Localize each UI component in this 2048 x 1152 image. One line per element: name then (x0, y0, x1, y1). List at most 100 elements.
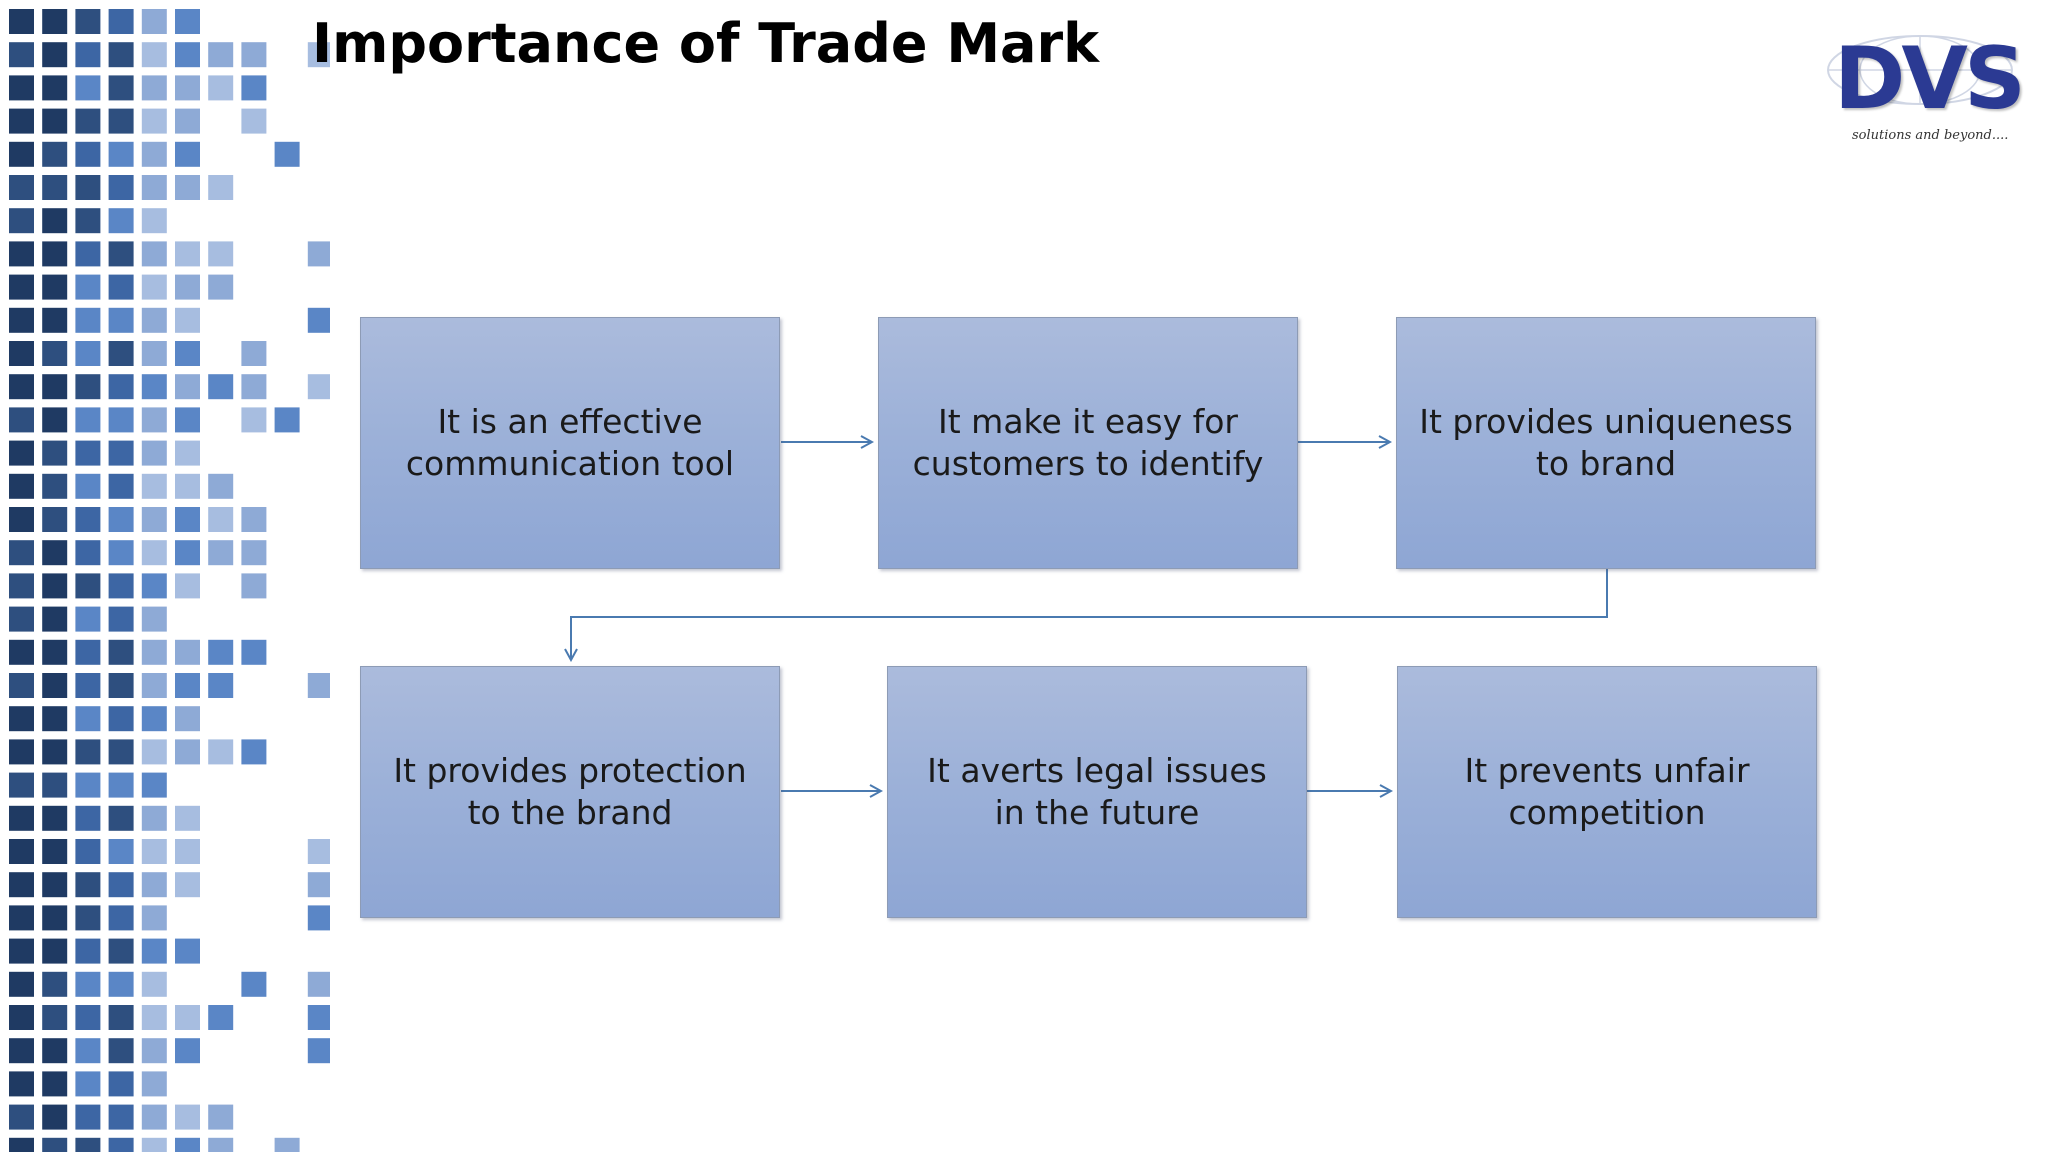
mosaic-square (241, 374, 267, 400)
mosaic-square (175, 407, 200, 433)
step-box-3: It provides uniqueness to brand (1396, 317, 1816, 569)
mosaic-square (141, 374, 167, 400)
mosaic-square (274, 407, 300, 433)
mosaic-square (108, 772, 134, 798)
mosaic-square (141, 507, 167, 532)
mosaic-square (108, 805, 134, 831)
mosaic-square (108, 341, 134, 366)
mosaic-square (141, 241, 167, 267)
mosaic-square (9, 307, 34, 333)
mosaic-square (42, 606, 68, 632)
mosaic-square (307, 307, 330, 333)
mosaic-square (42, 1071, 68, 1097)
mosaic-square (108, 872, 134, 898)
mosaic-square (42, 1137, 68, 1152)
mosaic-square (141, 971, 167, 997)
mosaic-square (75, 606, 101, 632)
mosaic-square (141, 606, 167, 632)
mosaic-square (42, 440, 68, 466)
mosaic-square (208, 75, 234, 101)
globe-icon (1827, 35, 2013, 105)
mosaic-square (307, 42, 330, 68)
mosaic-square (9, 42, 34, 68)
mosaic-square (75, 839, 101, 864)
mosaic-square (141, 1038, 167, 1064)
mosaic-square (141, 540, 167, 566)
mosaic-square (175, 374, 200, 400)
mosaic-square (42, 9, 68, 34)
mosaic-square (42, 108, 68, 134)
mosaic-square (75, 971, 101, 997)
mosaic-square (42, 573, 68, 599)
logo-letters: DVS (1834, 29, 2026, 129)
mosaic-square (175, 274, 200, 300)
mosaic-square (175, 839, 200, 864)
mosaic-square (307, 673, 330, 698)
mosaic-square (9, 175, 34, 200)
mosaic-square (42, 1038, 68, 1064)
mosaic-square (42, 42, 68, 68)
mosaic-square (175, 175, 200, 200)
mosaic-square (75, 274, 101, 300)
mosaic-square (9, 772, 34, 798)
mosaic-square (307, 971, 330, 997)
mosaic-square (42, 540, 68, 566)
company-logo: DVS solutions and beyond.... (1820, 29, 2040, 156)
mosaic-square (175, 42, 200, 68)
mosaic-square (9, 407, 34, 433)
mosaic-square (307, 905, 330, 931)
mosaic-square (141, 739, 167, 765)
mosaic-square (141, 872, 167, 898)
mosaic-square (75, 1005, 101, 1030)
mosaic-square (241, 739, 267, 765)
mosaic-square (141, 772, 167, 798)
mosaic-square (141, 9, 167, 34)
step-text: It provides uniqueness to brand (1419, 402, 1793, 483)
mosaic-square (75, 639, 101, 665)
mosaic-square (141, 141, 167, 167)
step-box-2: It make it easy for customers to identif… (878, 317, 1298, 569)
mosaic-square (75, 1137, 101, 1152)
mosaic-square (108, 75, 134, 101)
mosaic-square (42, 938, 68, 964)
mosaic-square (208, 274, 234, 300)
mosaic-square (9, 241, 34, 267)
mosaic-square (208, 42, 234, 68)
mosaic-square (75, 872, 101, 898)
mosaic-square (42, 639, 68, 665)
mosaic-square (42, 839, 68, 864)
mosaic-square (108, 175, 134, 200)
mosaic-square (108, 639, 134, 665)
mosaic-square (175, 639, 200, 665)
mosaic-square (9, 739, 34, 765)
step-box-6: It prevents unfair competition (1397, 666, 1817, 918)
mosaic-square (241, 407, 267, 433)
mosaic-square (108, 839, 134, 864)
mosaic-square (9, 872, 34, 898)
mosaic-square (241, 573, 267, 599)
mosaic-square (241, 971, 267, 997)
mosaic-square (108, 141, 134, 167)
step-text: It provides protection to the brand (393, 751, 747, 832)
mosaic-square (108, 307, 134, 333)
mosaic-square (42, 75, 68, 101)
mosaic-square (75, 1071, 101, 1097)
mosaic-square (208, 540, 234, 566)
mosaic-square (75, 440, 101, 466)
mosaic-square (208, 673, 234, 698)
arrow-3-to-4 (571, 569, 1608, 660)
mosaic-square (307, 839, 330, 864)
mosaic-square (9, 208, 34, 234)
mosaic-square (75, 673, 101, 698)
mosaic-square (175, 540, 200, 566)
mosaic-square (208, 473, 234, 499)
mosaic-square (208, 241, 234, 267)
mosaic-square (175, 573, 200, 599)
mosaic-square (141, 1071, 167, 1097)
mosaic-square (108, 9, 134, 34)
mosaic-square (108, 573, 134, 599)
mosaic-square (9, 473, 34, 499)
mosaic-square (42, 307, 68, 333)
mosaic-square (141, 440, 167, 466)
mosaic-square (75, 341, 101, 366)
